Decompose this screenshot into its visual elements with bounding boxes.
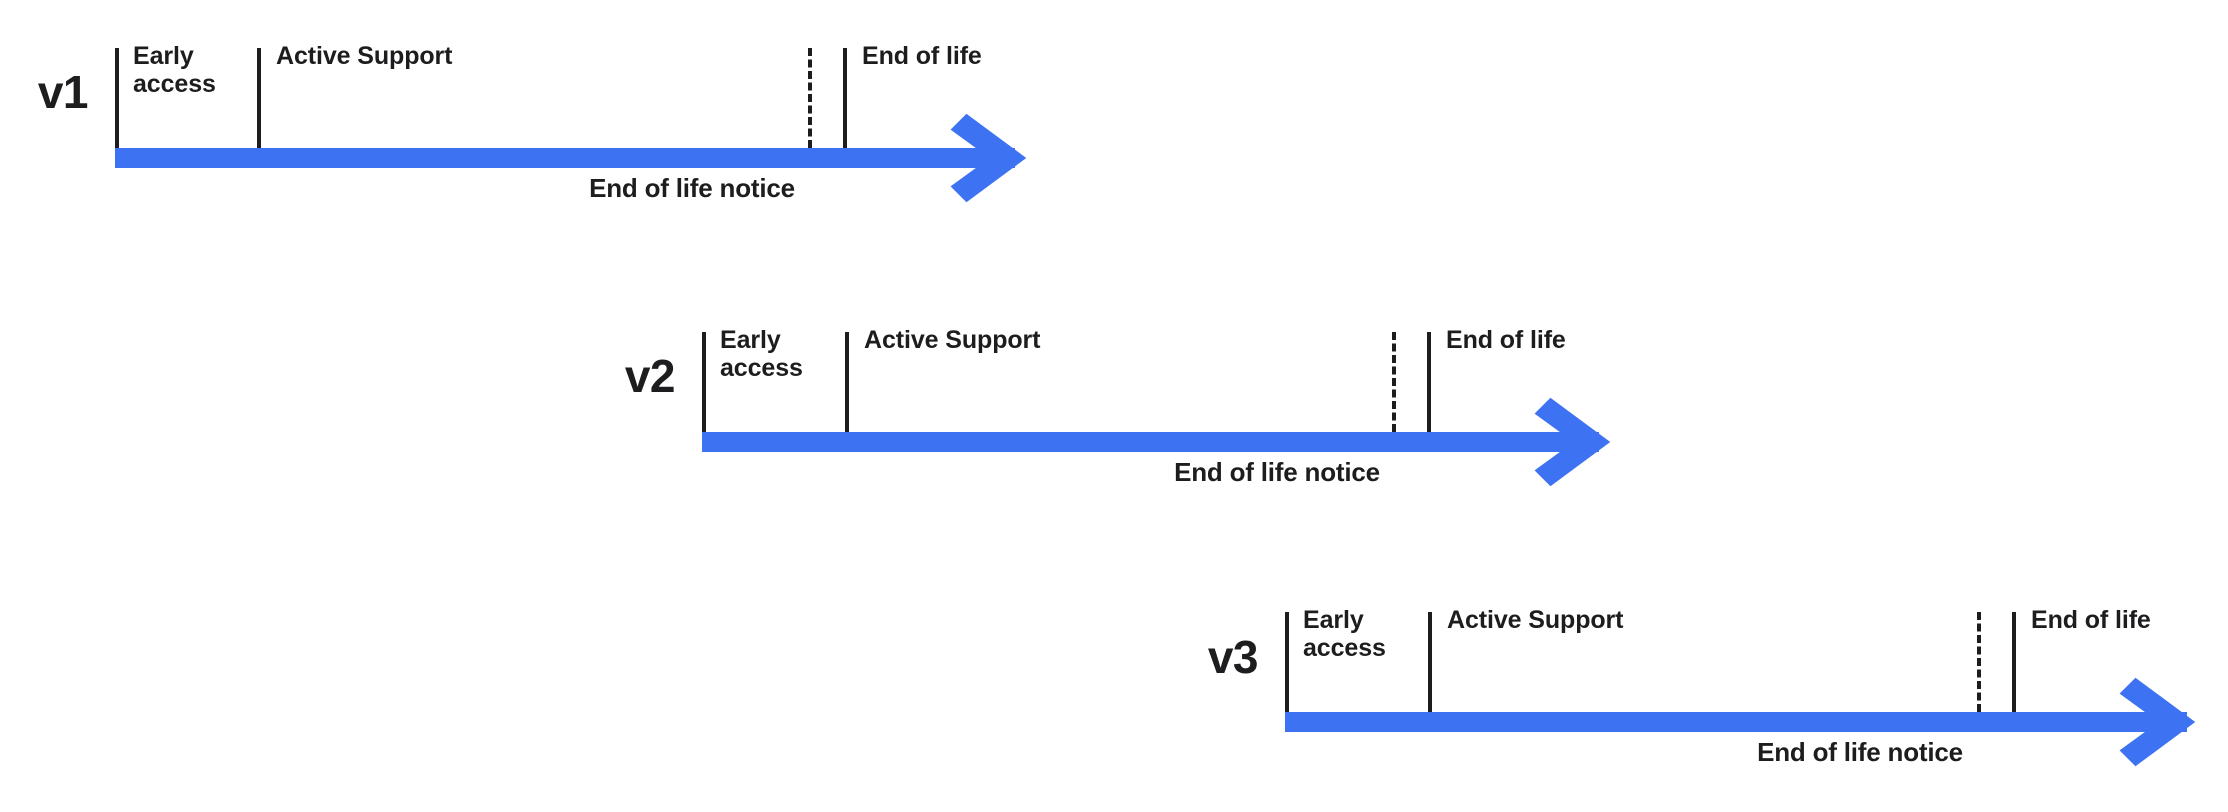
version-label-v2: v2	[624, 350, 676, 402]
phase-divider-v2-2-dashed	[1392, 332, 1396, 432]
phase-divider-v1-0-solid	[115, 48, 119, 148]
end-of-life-notice-label-v3: End of life notice	[1757, 737, 1963, 767]
version-label-v1: v1	[37, 66, 89, 118]
timeline-track-v1	[115, 148, 1015, 168]
timeline-track-v2	[702, 432, 1599, 452]
phase-label-v3-1: Active Support	[1447, 606, 1624, 634]
phase-divider-v3-0-solid	[1285, 612, 1289, 712]
phase-divider-v3-2-dashed	[1977, 612, 1981, 712]
phase-label-v2-0: Early access	[720, 326, 803, 382]
phase-label-v1-1: Active Support	[276, 42, 453, 70]
timeline-arrowhead-v3	[2119, 677, 2196, 767]
phase-divider-v2-1-solid	[845, 332, 849, 432]
phase-label-v3-0: Early access	[1303, 606, 1386, 662]
phase-divider-v3-1-solid	[1428, 612, 1432, 712]
end-of-life-notice-label-v1: End of life notice	[589, 173, 795, 203]
phase-divider-v1-1-solid	[257, 48, 261, 148]
end-of-life-notice-label-v2: End of life notice	[1174, 457, 1380, 487]
phase-divider-v2-3-solid	[1427, 332, 1431, 432]
phase-label-v1-0: Early access	[133, 42, 216, 98]
timeline-track-v3	[1285, 712, 2187, 732]
phase-divider-v2-0-solid	[702, 332, 706, 432]
phase-label-v3-2: End of life	[2031, 606, 2151, 634]
phase-divider-v1-3-solid	[843, 48, 847, 148]
phase-label-v1-2: End of life	[862, 42, 982, 70]
timeline-arrowhead-v1	[950, 113, 1027, 203]
version-label-v3: v3	[1207, 631, 1259, 683]
phase-label-v2-1: Active Support	[864, 326, 1041, 354]
timeline-arrowhead-v2	[1534, 397, 1611, 487]
phase-label-v2-2: End of life	[1446, 326, 1566, 354]
phase-divider-v3-3-solid	[2012, 612, 2016, 712]
phase-divider-v1-2-dashed	[808, 48, 812, 148]
